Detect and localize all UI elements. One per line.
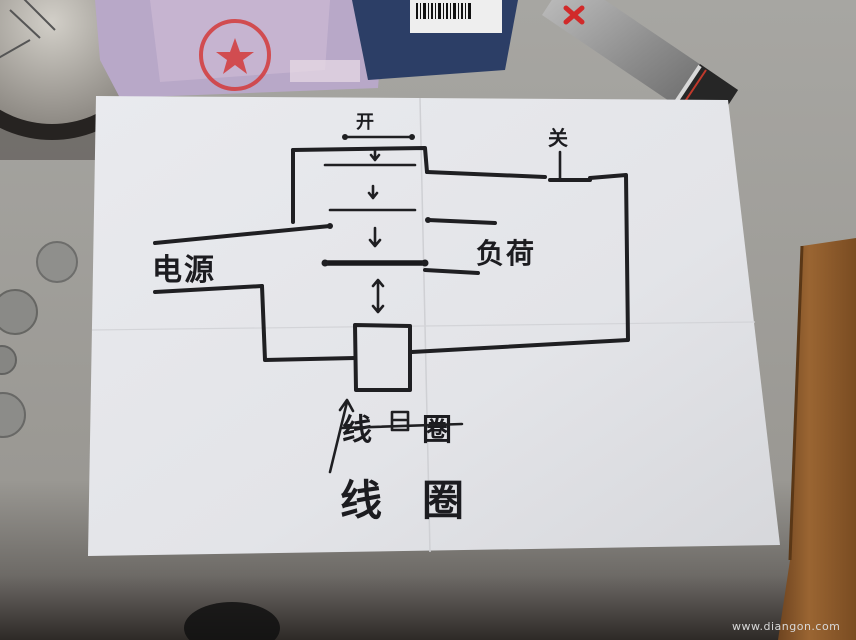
- load-wire-top: [426, 218, 497, 225]
- label-power: 电源: [152, 253, 216, 288]
- double-arrow-icon: [371, 278, 385, 314]
- wooden-block: [778, 238, 856, 640]
- frame-top-wire: [291, 146, 429, 174]
- wire-to-close-switch: [425, 170, 547, 179]
- scribble-mark: [390, 410, 410, 432]
- coins: [0, 241, 78, 438]
- watermark: www.diangon.com: [732, 620, 840, 633]
- contact-terminal: [421, 259, 429, 267]
- book: [352, 0, 518, 80]
- marker-logo-icon: [563, 5, 585, 25]
- contact-terminal: [321, 259, 329, 267]
- label-coil: 线圈: [340, 476, 504, 525]
- label-close: 关: [548, 126, 568, 150]
- contact-terminal: [425, 217, 431, 223]
- lens-reflection: [0, 0, 56, 59]
- coin: [0, 345, 17, 375]
- stamp-star-icon: [216, 38, 254, 74]
- coin: [0, 289, 38, 335]
- strikethrough-line: [340, 422, 464, 430]
- contact-terminal: [327, 223, 333, 229]
- coin: [0, 392, 26, 438]
- coin: [36, 241, 78, 283]
- coil-box: [353, 323, 412, 392]
- receipt-fold: [150, 0, 330, 82]
- bottom-shadow: [184, 602, 280, 640]
- paper-fold-crease: [91, 321, 756, 331]
- pointer-arrow-icon: [328, 398, 355, 474]
- circuit-diagram: 开 关 电源 负荷 线圈 线圈: [152, 112, 630, 525]
- paper-fold-crease: [419, 97, 431, 553]
- marker-band: [674, 64, 702, 104]
- arrow-down-icon: [367, 184, 379, 200]
- arrow-down-icon: [368, 226, 382, 248]
- power-wire-bottom: [153, 284, 264, 294]
- label-coil-struck: 线圈: [342, 413, 502, 448]
- receipt: [95, 0, 385, 98]
- arrow-down-icon: [369, 148, 381, 162]
- wooden-edge: [788, 245, 804, 561]
- receipt-slip: [290, 60, 360, 82]
- right-loop-wire: [410, 173, 630, 354]
- label-open: 开: [356, 112, 374, 133]
- red-stamp: [199, 19, 271, 91]
- contact-terminal: [409, 134, 415, 140]
- label-load: 负荷: [476, 237, 536, 270]
- barcode-icon: [416, 3, 471, 19]
- coil-left-wire: [260, 284, 357, 362]
- load-wire-bottom: [423, 268, 480, 275]
- contact-terminal: [342, 134, 348, 140]
- power-wire-top: [153, 224, 332, 245]
